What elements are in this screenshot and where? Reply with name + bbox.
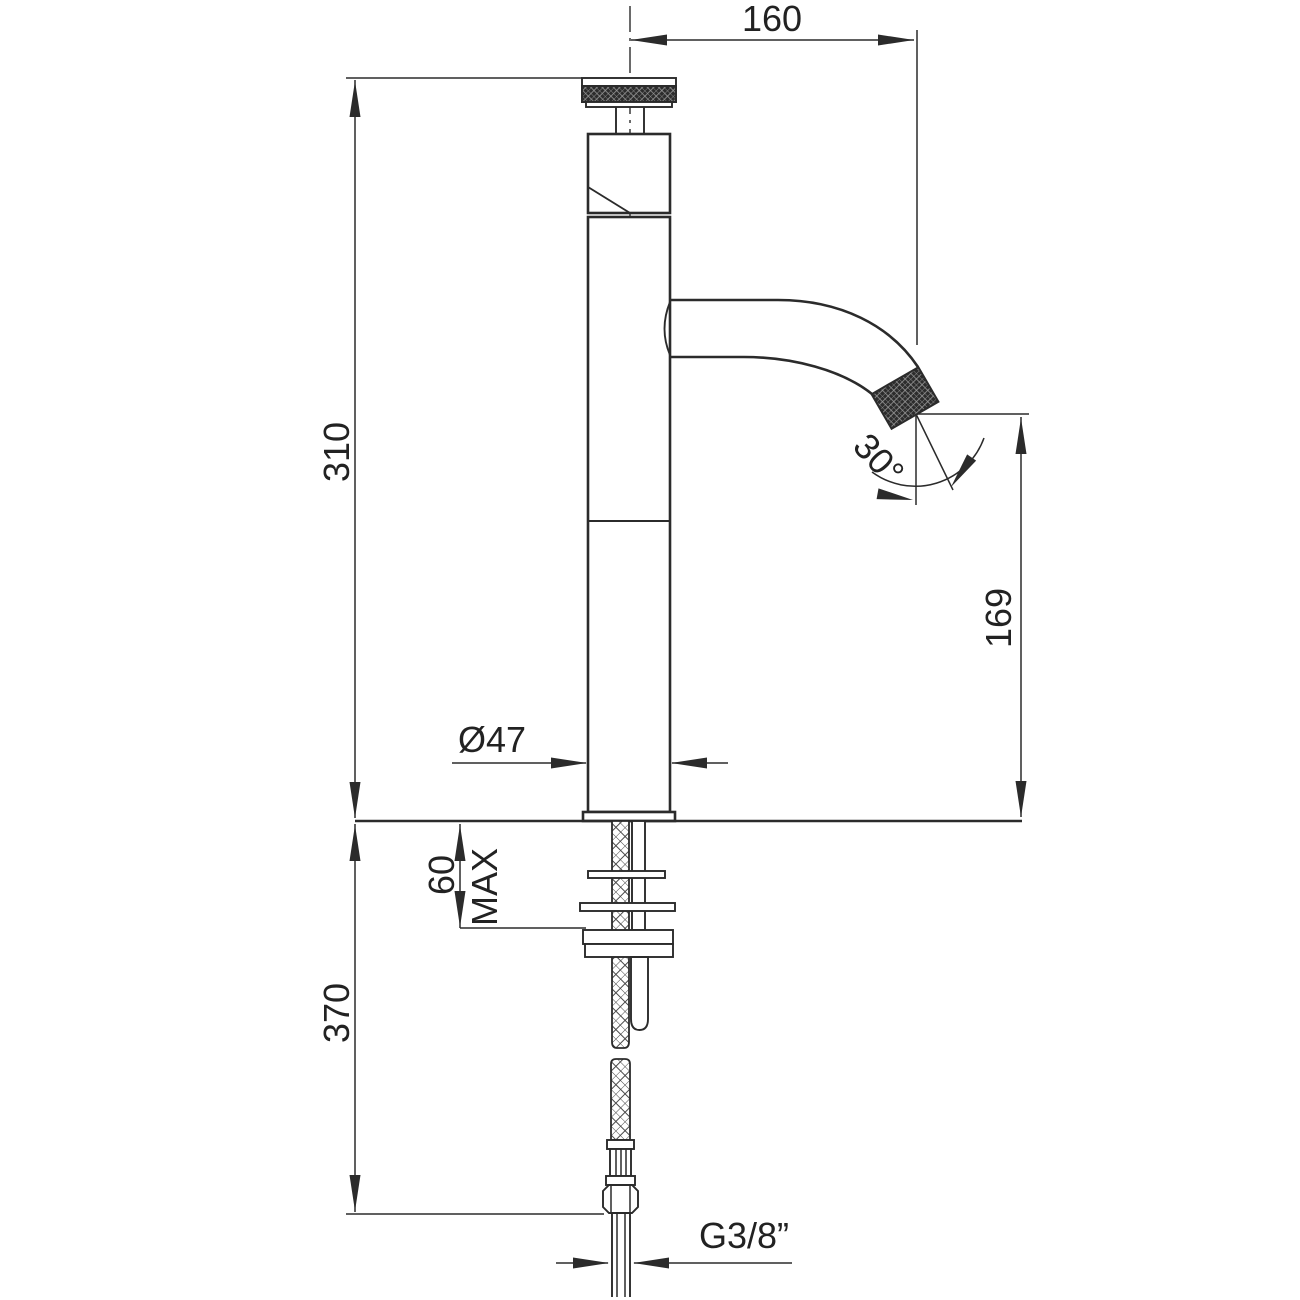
knob-lower-rim [585,101,673,108]
dimension-max-deck-thickness: 60 MAX [421,824,586,929]
knob-top-rim [581,77,677,87]
dimension-outlet-height: 169 [917,413,1029,817]
knob-stem [615,107,645,134]
washer-small [587,870,666,879]
connection-tail-tube [611,1213,631,1297]
handle-skirt-line [587,186,631,214]
hex-nut [602,1184,639,1214]
spout-root-fillet [663,301,671,356]
fixing-stud [630,956,649,1031]
crimp-ribs [615,1149,627,1176]
tail-tube-wall [616,1213,626,1297]
fitting-collar [605,1175,636,1186]
handle-knob [581,77,677,134]
hose-ferrule [606,1139,635,1150]
body-cylinder [586,215,672,814]
dimension-connection-thread: G3/8” [556,1215,792,1269]
spout-lower-edge [670,355,873,396]
dimension-outlet-angle: 30° [845,413,985,506]
washer-large [579,902,676,912]
aerator-knurled-tip [870,365,940,431]
dim-label-diameter: Ø47 [458,719,526,760]
dimension-below-deck-length: 370 [316,824,604,1215]
dim-label-169: 169 [978,588,1019,648]
upper-body [586,132,672,218]
mounting-nut-bottom [584,943,674,958]
base-flange [581,810,677,823]
dimension-body-diameter: Ø47 [452,719,728,769]
upper-body-block [586,132,672,215]
spout-upper-edge [670,298,920,368]
dim-label-thread: G3/8” [699,1215,789,1256]
body-column [581,215,677,823]
dim-label-max: MAX [464,848,505,926]
flex-hose-braided [610,1058,631,1141]
dimension-spout-reach: 160 [631,0,918,345]
dim-label-370: 370 [316,983,357,1043]
angle-flow-line [915,413,954,491]
dim-label-60: 60 [421,855,462,895]
dim-label-angle: 30° [845,425,912,493]
below-deck-assembly [579,820,676,1297]
spout [663,298,940,431]
knob-knurled-band [581,85,677,103]
dim-label-160: 160 [742,0,802,39]
faucet-above-deck [581,6,940,823]
dim-label-310: 310 [316,422,357,482]
hex-nut-facets [610,1186,631,1212]
angle-arc [871,437,985,487]
mounting-nut-top [582,929,674,945]
dimension-height-above-deck: 310 [316,77,582,818]
